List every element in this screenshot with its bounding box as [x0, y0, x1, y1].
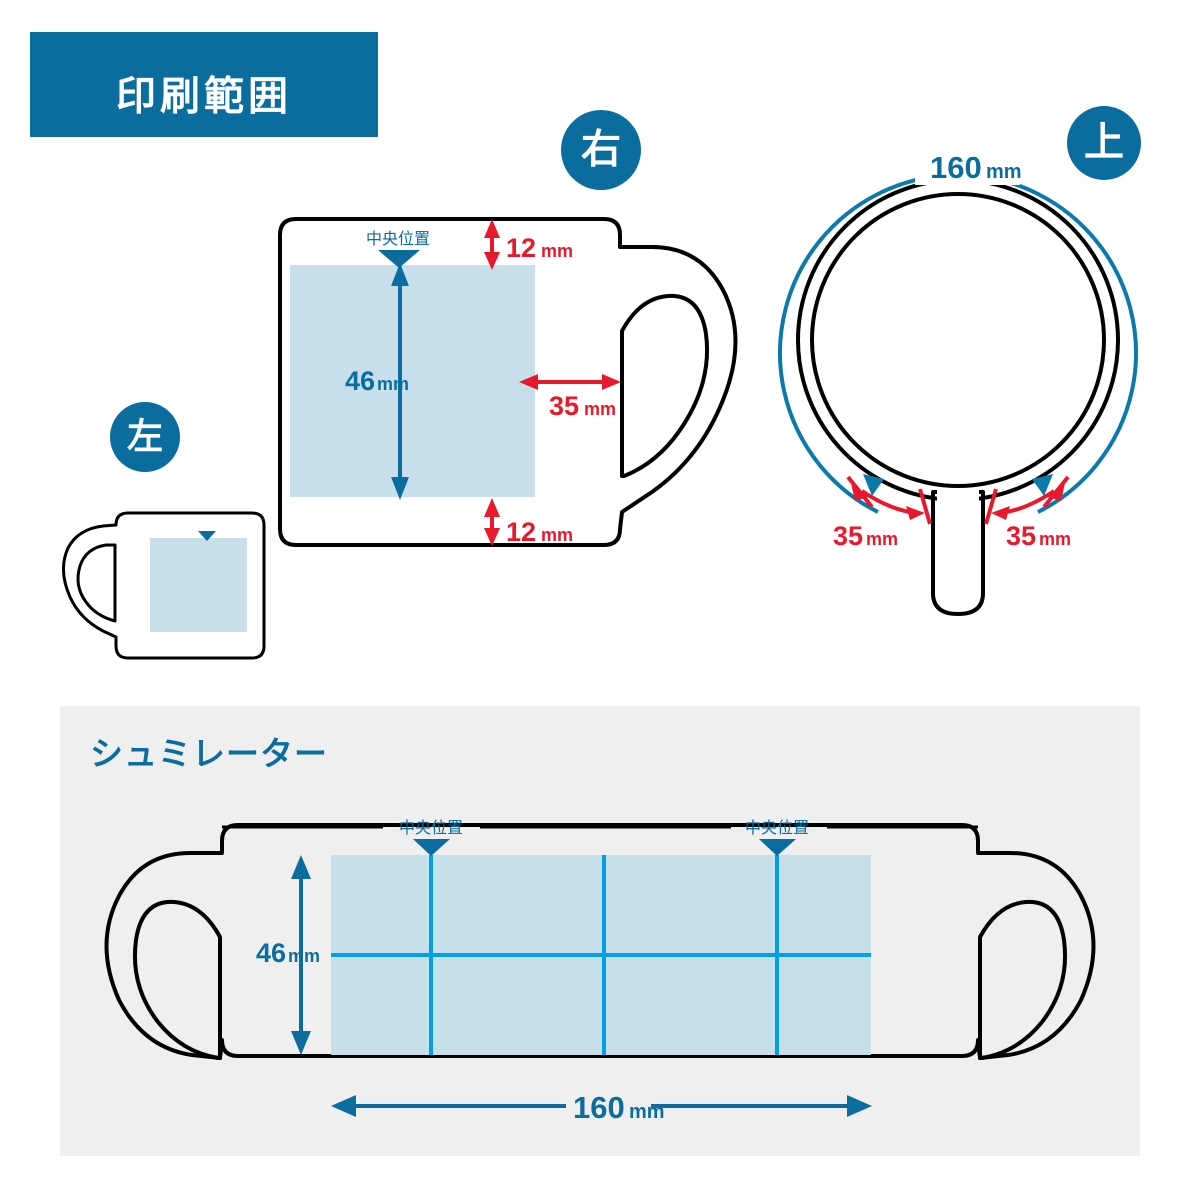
top-dim-left-gap: 35 mm [833, 475, 932, 551]
header-banner: 印刷範囲 [30, 32, 378, 137]
right-dim-top-unit: mm [541, 241, 573, 261]
right-dim-handle-gap-unit: mm [584, 399, 616, 419]
simulator-panel: シュミレーター 中央位置 中央位置 46 [60, 706, 1140, 1156]
simulator-center-label-right: 中央位置 [745, 819, 809, 837]
left-mug-body-outline [62, 511, 266, 660]
right-dim-handle-gap-value: 35 [549, 391, 579, 421]
right-dim-bottom: 12 mm [484, 498, 573, 547]
top-dim-circumference-value: 160 [930, 150, 982, 185]
simulator-dim-width-value: 160 [573, 1090, 625, 1125]
right-center-marker: 中央位置 [366, 230, 430, 268]
simulator-dim-width: 160 mm [331, 1090, 872, 1125]
right-dim-top-value: 12 [506, 233, 536, 263]
top-mug-handle [931, 490, 985, 616]
header-banner-bg [30, 32, 378, 137]
simulator-center-label-left: 中央位置 [399, 819, 463, 837]
top-arc-label-mask [915, 155, 1020, 185]
simulator-title: シュミレーター [90, 735, 328, 772]
badge-top-view: 上 [1067, 106, 1141, 180]
simulator-center-triangle-right-icon [759, 839, 796, 856]
right-dim-top: 12 mm [484, 219, 573, 270]
badge-top-circle [1067, 106, 1141, 180]
badge-top-label: 上 [1084, 121, 1124, 165]
simulator-dim-height-unit: mm [288, 946, 320, 966]
badge-right-view: 右 [561, 110, 641, 190]
top-dim-right-gap-unit: mm [1039, 529, 1071, 549]
top-handle-joint-mask [937, 488, 979, 504]
top-dim-right-gap: 35 mm [984, 475, 1071, 551]
left-center-triangle-icon [198, 531, 216, 541]
right-mug-body-outline [278, 217, 738, 547]
top-arc-arrowhead-left [863, 474, 884, 496]
top-mug-inner-rim [810, 192, 1106, 488]
badge-right-circle [561, 110, 641, 190]
right-view-mug: 46 mm 中央位置 12 mm 12 mm 3 [278, 217, 738, 547]
badge-left-view: 左 [110, 402, 180, 472]
right-mug-handle-inner [620, 293, 710, 478]
right-dim-handle-gap: 35 mm [519, 374, 621, 421]
right-dim-height-unit: mm [377, 374, 409, 394]
left-view-mug [62, 511, 266, 660]
top-dim-circumference-unit: mm [986, 161, 1022, 183]
simulator-right-handle-inner [978, 899, 1068, 1060]
badge-right-label: 右 [581, 128, 621, 172]
top-dim-circumference-label: 160 mm [930, 150, 1022, 185]
top-dim-left-gap-unit: mm [866, 529, 898, 549]
page-title: 印刷範囲 [116, 75, 292, 119]
simulator-left-handle-inner [132, 899, 222, 1060]
right-dim-bottom-value: 12 [506, 517, 536, 547]
simulator-center-marker-right: 中央位置 [745, 819, 809, 856]
right-view-print-area [290, 265, 535, 497]
top-arc-arrowhead-right [1032, 474, 1053, 496]
simulator-dim-width-unit: mm [629, 1101, 665, 1123]
badge-left-circle [110, 402, 180, 472]
left-view-print-area [150, 538, 247, 632]
top-dim-right-gap-value: 35 [1006, 521, 1036, 551]
top-view-mug: 160 mm 35 mm 35 mm [778, 150, 1138, 616]
simulator-center-triangle-left-icon [413, 839, 450, 856]
right-center-label: 中央位置 [366, 230, 430, 248]
right-center-triangle-icon [378, 250, 420, 268]
simulator-center-marker-left: 中央位置 [399, 819, 463, 856]
top-dim-left-gap-value: 35 [833, 521, 863, 551]
left-mug-handle-inner [76, 543, 117, 623]
right-dim-bottom-unit: mm [541, 525, 573, 545]
badge-left-label: 左 [127, 416, 163, 457]
simulator-mug-outline [104, 823, 1096, 1060]
simulator-dim-height-value: 46 [256, 938, 286, 968]
simulator-dim-height: 46 mm [256, 855, 320, 1055]
right-dim-height-arrow [391, 263, 409, 500]
right-dim-height-label: 46 mm [345, 366, 409, 396]
right-dim-height-value: 46 [345, 366, 375, 396]
